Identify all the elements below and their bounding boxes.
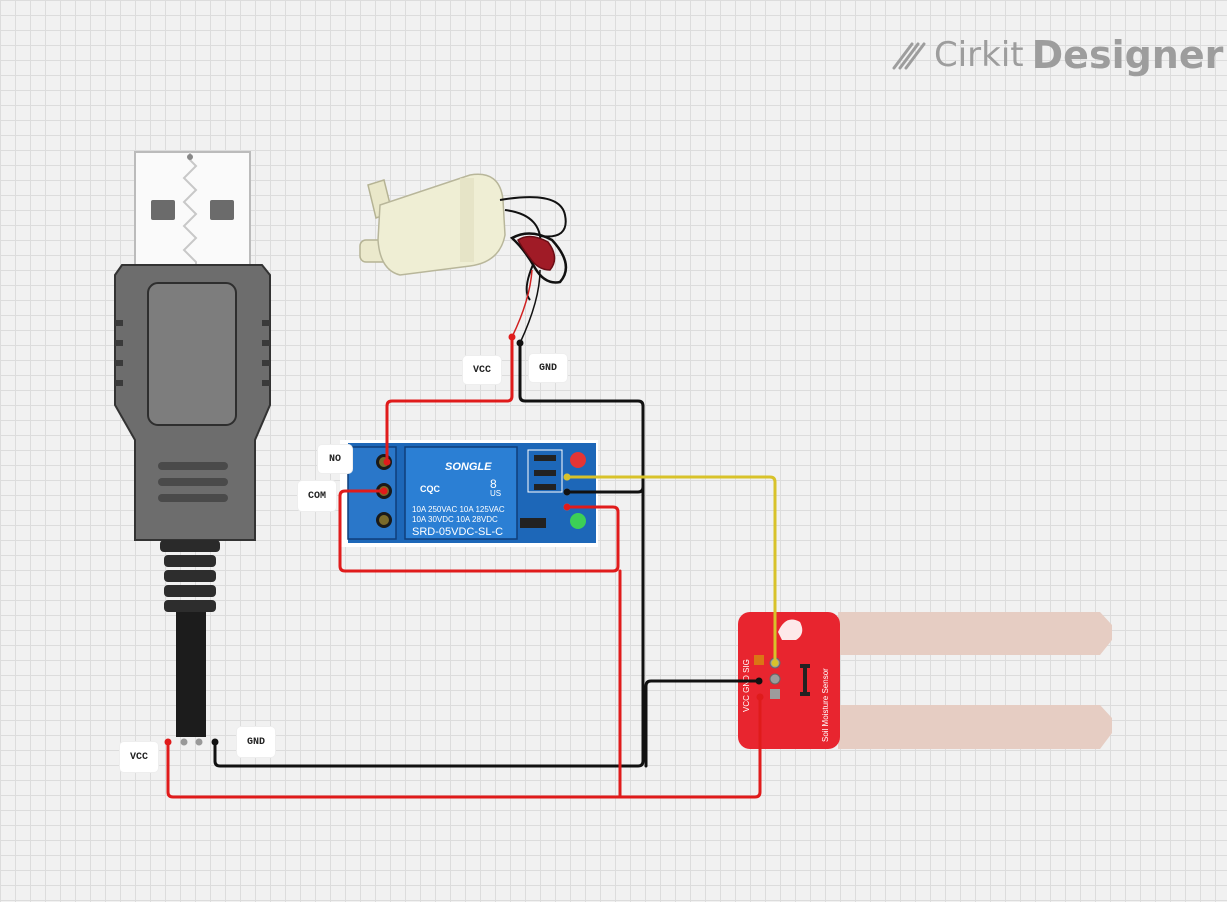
relay-no-label: NO: [318, 445, 352, 473]
pump-vcc-label: VCC: [463, 356, 501, 384]
pin-dots: [164, 333, 779, 746]
wires: [166, 335, 777, 799]
water-pump[interactable]: [359, 173, 568, 344]
cirkit-logo-icon: [892, 42, 926, 70]
pump-gnd-label: GND: [529, 354, 567, 382]
relay-com-label: COM: [298, 481, 336, 511]
relay-module[interactable]: SONGLE CQC 8 US 10A 250VAC 10A 125VAC 10…: [340, 440, 598, 547]
wire-pump-gnd: [213, 341, 645, 768]
relay-rating-2: 10A 30VDC 10A 28VDC: [412, 515, 498, 524]
relay-num: 8: [490, 477, 497, 491]
brand-name-bold: Designer: [1031, 33, 1224, 77]
relay-us: US: [490, 489, 501, 498]
wire-relay-com: [338, 489, 620, 573]
wire-usb-vcc: [166, 695, 762, 799]
wire-pump-vcc: [385, 335, 514, 464]
wire-sensor-gnd: [644, 679, 761, 768]
usb-gnd-label: GND: [237, 727, 275, 757]
usb-vcc-label: VCC: [120, 742, 158, 772]
wire-signal: [565, 475, 777, 665]
relay-model: SRD-05VDC-SL-C: [412, 526, 503, 538]
sensor-title: Soil Moisture Sensor: [821, 668, 830, 742]
relay-brand: SONGLE: [445, 461, 492, 473]
sensor-pin-text: VCC GND SIG: [742, 659, 751, 712]
brand-name-light: Cirkit: [934, 35, 1024, 75]
wire-relay-gnd: [565, 485, 645, 494]
relay-cert: CQC: [420, 484, 441, 494]
soil-moisture-sensor[interactable]: VCC GND SIG Soil Moisture Sensor: [738, 612, 1112, 749]
brand-logo: Cirkit Designer: [934, 30, 1223, 80]
usb-plug[interactable]: [114, 151, 271, 746]
relay-rating-1: 10A 250VAC 10A 125VAC: [412, 505, 505, 514]
